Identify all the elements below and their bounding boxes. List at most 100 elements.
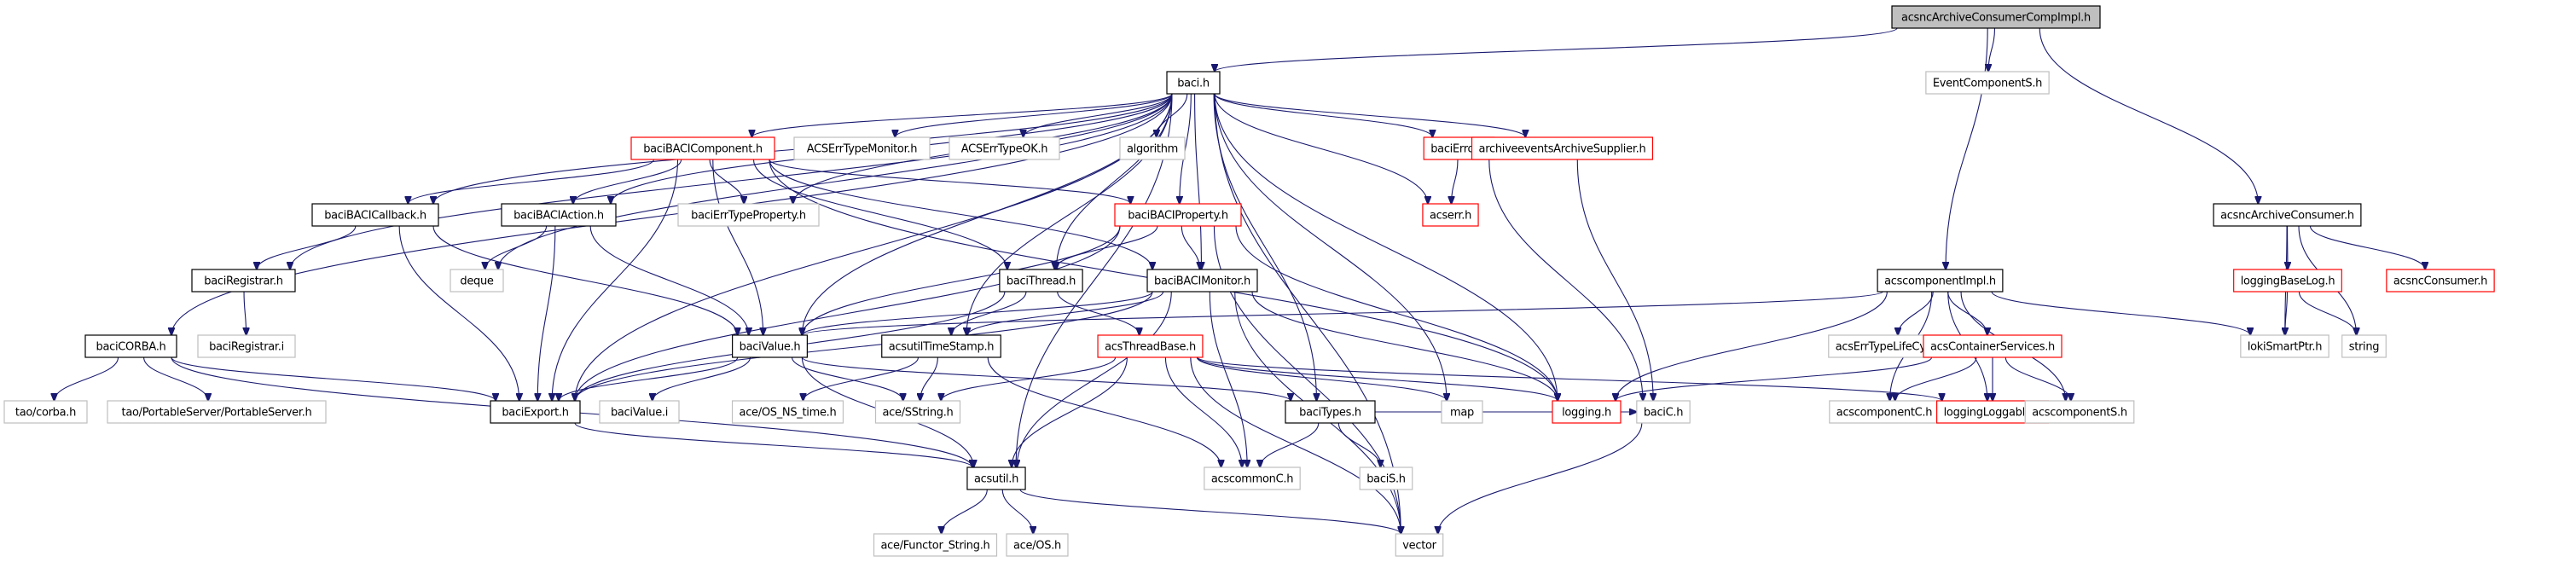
edge-baciTypes-to-baciS xyxy=(1337,422,1380,467)
node-box xyxy=(1471,136,1654,160)
node-acsutil[interactable]: acsutil.h xyxy=(966,466,1026,490)
node-box xyxy=(874,400,961,424)
node-string[interactable]: string xyxy=(2341,334,2387,358)
edge-loggingBaseLog-to-string xyxy=(2298,291,2356,335)
node-box xyxy=(1422,203,1479,227)
node-acsncArchiveConsumer[interactable]: acsncArchiveConsumer.h xyxy=(2213,203,2362,227)
node-baciBACIProperty[interactable]: baciBACIProperty.h xyxy=(1114,203,1242,227)
node-baciS[interactable]: baciS.h xyxy=(1359,466,1413,490)
node-aceOSNStime[interactable]: ace/OS_NS_time.h xyxy=(731,400,844,424)
node-taoPortableServer[interactable]: tao/PortableServer/PortableServer.h xyxy=(107,400,327,424)
edge-baci-to-ACSErrTypeOK xyxy=(1024,93,1173,137)
node-box xyxy=(1636,400,1691,424)
node-baciCORBA[interactable]: baciCORBA.h xyxy=(84,334,177,358)
edge-baciCORBA-to-baciExport xyxy=(171,356,496,401)
node-baciExport[interactable]: baciExport.h xyxy=(490,400,581,424)
node-baciRegistrar[interactable]: baciRegistrar.h xyxy=(191,269,296,293)
node-root[interactable]: acsncArchiveConsumerCompImpl.h xyxy=(1891,5,2101,29)
node-lokiSmartPtr[interactable]: lokiSmartPtr.h xyxy=(2240,334,2329,358)
node-label: acsContainerServices.h xyxy=(1930,341,2055,354)
node-aceFunctorString[interactable]: ace/Functor_String.h xyxy=(873,533,998,557)
node-box xyxy=(1119,136,1186,160)
node-loggingBaseLog[interactable]: loggingBaseLog.h xyxy=(2233,269,2342,293)
node-box xyxy=(1359,466,1413,490)
node-label: loggingLoggable.h xyxy=(1944,407,2042,420)
edge-baci-to-ACSErrTypeMonitor xyxy=(895,93,1173,137)
edge-root-to-acsncArchiveConsumer xyxy=(2039,27,2258,204)
node-algorithm[interactable]: algorithm xyxy=(1119,136,1186,160)
node-acscomponentC[interactable]: acscomponentC.h xyxy=(1829,400,1940,424)
edge-acscomponentImpl-to-acsContainerServices xyxy=(1947,291,1987,335)
edge-acsContainerServices-to-acscomponentC xyxy=(1895,356,1977,401)
node-aceOS[interactable]: ace/OS.h xyxy=(1006,533,1069,557)
node-eventcompS[interactable]: EventComponentS.h xyxy=(1925,71,2050,95)
node-acserr[interactable]: acserr.h xyxy=(1422,203,1479,227)
node-baci[interactable]: baci.h xyxy=(1166,71,1221,95)
node-label: lokiSmartPtr.h xyxy=(2248,341,2322,354)
node-acsContainerServices[interactable]: acsContainerServices.h xyxy=(1923,334,2063,358)
node-box xyxy=(2341,334,2387,358)
node-logging[interactable]: logging.h xyxy=(1552,400,1622,424)
node-acscomponentImpl[interactable]: acscomponentImpl.h xyxy=(1877,269,2004,293)
node-baciTypes[interactable]: baciTypes.h xyxy=(1285,400,1376,424)
node-box xyxy=(999,269,1083,293)
edge-acsncArchiveConsumer-to-acsncConsumer xyxy=(2309,225,2425,269)
node-box xyxy=(84,334,177,358)
node-acsncConsumer[interactable]: acsncConsumer.h xyxy=(2386,269,2495,293)
edge-baciBACIComponent-to-baciBACICallback xyxy=(408,159,654,204)
node-map[interactable]: map xyxy=(1441,400,1483,424)
edge-baci-to-acserr xyxy=(1214,93,1428,204)
edge-baciBACIProperty-to-logging xyxy=(1235,225,1558,401)
node-baciBACIComponent[interactable]: baciBACIComponent.h xyxy=(630,136,775,160)
node-label: string xyxy=(2349,341,2380,354)
node-baciRegistrarI[interactable]: baciRegistrar.i xyxy=(197,334,296,358)
node-label: acsncArchiveConsumerCompImpl.h xyxy=(1901,12,2091,25)
node-label: acscomponentS.h xyxy=(2032,407,2127,420)
edge-baciExport-to-acsutil xyxy=(574,422,972,467)
node-archiveSupplier[interactable]: archiveeventsArchiveSupplier.h xyxy=(1471,136,1654,160)
node-box xyxy=(2240,334,2329,358)
node-baciBACICallback[interactable]: baciBACICallback.h xyxy=(311,203,439,227)
node-label: tao/PortableServer/PortableServer.h xyxy=(122,407,312,420)
node-baciValueI[interactable]: baciValue.i xyxy=(599,400,680,424)
node-taoCorba[interactable]: tao/corba.h xyxy=(3,400,88,424)
node-box xyxy=(311,203,439,227)
node-baciBACIAction[interactable]: baciBACIAction.h xyxy=(501,203,617,227)
edge-baciValue-to-baciTypes xyxy=(801,356,1291,401)
node-vector[interactable]: vector xyxy=(1395,533,1444,557)
node-acsThreadBase[interactable]: acsThreadBase.h xyxy=(1097,334,1204,358)
node-ACSErrTypeOK[interactable]: ACSErrTypeOK.h xyxy=(949,136,1060,160)
node-box xyxy=(1097,334,1204,358)
node-box xyxy=(1166,71,1221,95)
node-label: acsErrTypeLifeCycle.h xyxy=(1836,341,1952,354)
edge-baciBACIAction-to-deque xyxy=(485,225,548,269)
node-box xyxy=(450,269,504,293)
node-acsutilTimeStamp[interactable]: acsutilTimeStamp.h xyxy=(881,334,1001,358)
edge-baci-to-baciBACIMonitor xyxy=(1194,93,1202,269)
node-label: baciBACIComponent.h xyxy=(643,143,763,156)
node-deque[interactable]: deque xyxy=(450,269,504,293)
edge-baciBACIProperty-to-baciValue xyxy=(802,225,1121,335)
node-baciBACIMonitor[interactable]: baciBACIMonitor.h xyxy=(1146,269,1258,293)
node-baciErrTypeProperty[interactable]: baciErrTypeProperty.h xyxy=(677,203,820,227)
node-baciValue[interactable]: baciValue.h xyxy=(732,334,808,358)
node-label: baciRegistrar.i xyxy=(209,341,284,354)
node-ACSErrTypeMonitor[interactable]: ACSErrTypeMonitor.h xyxy=(793,136,931,160)
node-box xyxy=(732,334,808,358)
edge-acsutil-to-aceOS xyxy=(1001,489,1033,534)
edge-baciBACIComponent-to-baciBACIMonitor xyxy=(769,159,1152,269)
node-baciC[interactable]: baciC.h xyxy=(1636,400,1691,424)
node-aceSString[interactable]: ace/SString.h xyxy=(874,400,961,424)
edge-baciError-to-acserr xyxy=(1452,159,1459,204)
node-box xyxy=(1891,5,2101,29)
node-baciThread[interactable]: baciThread.h xyxy=(999,269,1083,293)
edge-baci-to-baciRegistrar xyxy=(290,93,1173,269)
node-acscommonC[interactable]: acscommonC.h xyxy=(1204,466,1301,490)
node-label: ace/OS_NS_time.h xyxy=(740,407,837,420)
node-box xyxy=(1146,269,1258,293)
node-acscomponentS[interactable]: acscomponentS.h xyxy=(2024,400,2135,424)
node-box xyxy=(949,136,1060,160)
node-label: acsutil.h xyxy=(974,473,1018,486)
edge-baciC-to-vector xyxy=(1438,422,1643,534)
node-label: loggingBaseLog.h xyxy=(2241,275,2335,288)
